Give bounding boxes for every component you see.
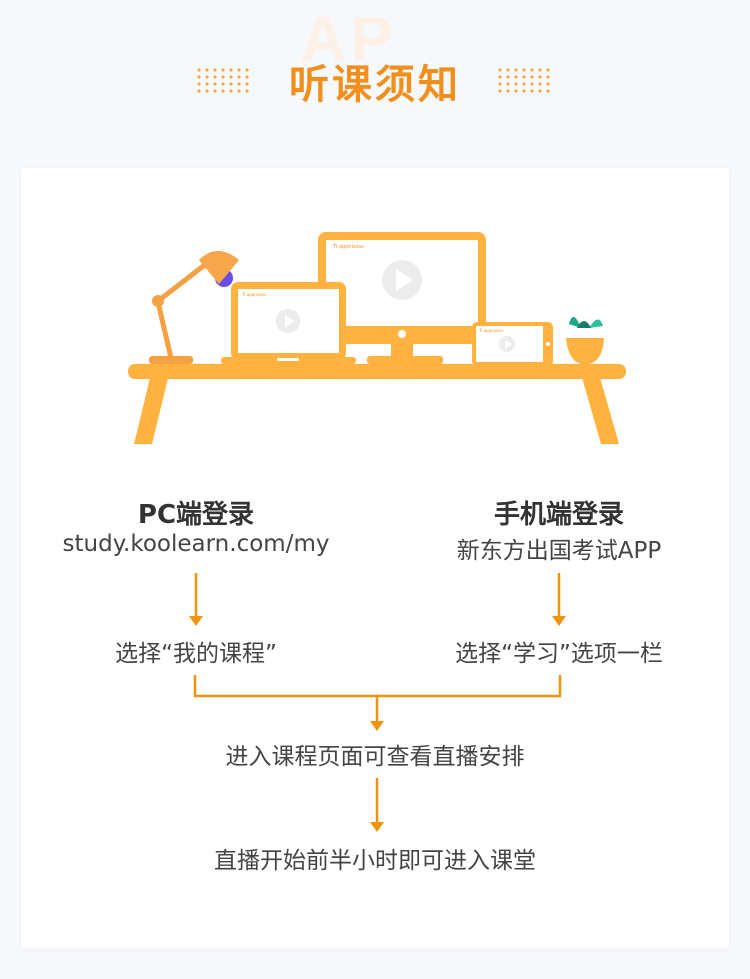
mobile-step-study-tab: 选择“学习”选项一栏 — [455, 641, 663, 667]
desk-illustration — [128, 232, 626, 444]
desktop-monitor — [318, 232, 486, 364]
title-dots-right — [498, 68, 550, 93]
step-join-class: 直播开始前半小时即可进入课堂 — [214, 848, 536, 874]
notice-card: Ti appnixsss Ti appnixsss Ti appnixsss P… — [21, 168, 729, 948]
flow-connectors — [189, 573, 566, 832]
header: AP 听课须知 — [0, 0, 750, 150]
mobile-arrow-head — [552, 616, 566, 626]
desk-leg-left — [134, 374, 169, 444]
title-dots-left — [197, 68, 249, 93]
laptop — [221, 282, 356, 364]
mobile-login-app: 新东方出国考试APP — [456, 538, 662, 564]
page-title: 听课须知 — [289, 62, 461, 108]
desk-leg-right — [581, 374, 619, 444]
step-enter-course-page: 进入课程页面可查看直播安排 — [225, 744, 525, 770]
pc-step-my-courses: 选择“我的课程” — [115, 641, 277, 667]
pc-login-title: PC端登录 — [137, 500, 255, 530]
laptop-screen-label: Ti appnixsss — [242, 292, 267, 297]
pc-arrow-head — [189, 616, 203, 626]
center-arrow-head-2 — [370, 822, 384, 832]
mobile-phone — [472, 322, 553, 366]
header-watermark: AP — [300, 3, 397, 75]
mobile-login-title: 手机端登录 — [493, 500, 624, 530]
merge-bracket — [193, 675, 562, 698]
center-arrow-head-1 — [370, 721, 384, 731]
monitor-screen-label: Ti appnixsss — [333, 244, 364, 250]
pc-login-url[interactable]: study.koolearn.com/my — [62, 531, 330, 557]
desk-top — [128, 364, 626, 379]
potted-plant — [566, 316, 604, 365]
desk-lamp — [149, 251, 239, 364]
phone-screen-label: Ti appnixsss — [479, 328, 504, 333]
